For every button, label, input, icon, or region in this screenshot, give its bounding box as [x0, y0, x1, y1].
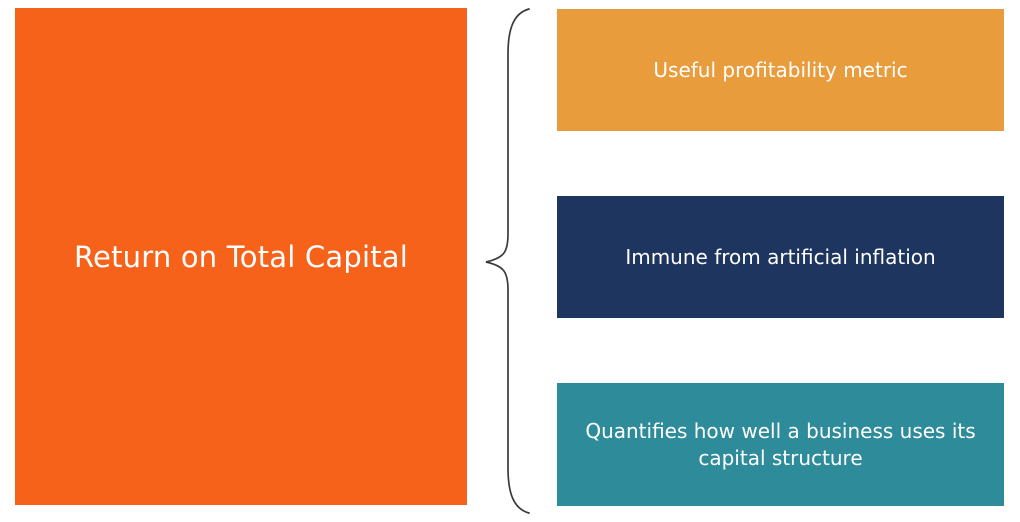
main-topic-label: Return on Total Capital: [73, 239, 409, 274]
benefit-box-3: Quantifies how well a business uses its …: [557, 383, 1004, 506]
curly-brace-svg: [485, 8, 530, 514]
benefit-label-2: Immune from artificial inflation: [625, 244, 936, 269]
benefit-label-1: Useful profitability metric: [653, 57, 908, 82]
benefit-box-1: Useful profitability metric: [557, 9, 1004, 131]
benefit-box-2: Immune from artificial inflation: [557, 196, 1004, 318]
main-topic-box: Return on Total Capital: [15, 8, 467, 505]
benefit-label-3: Quantifies how well a business uses its …: [585, 418, 976, 470]
curly-brace-icon: [478, 6, 534, 516]
